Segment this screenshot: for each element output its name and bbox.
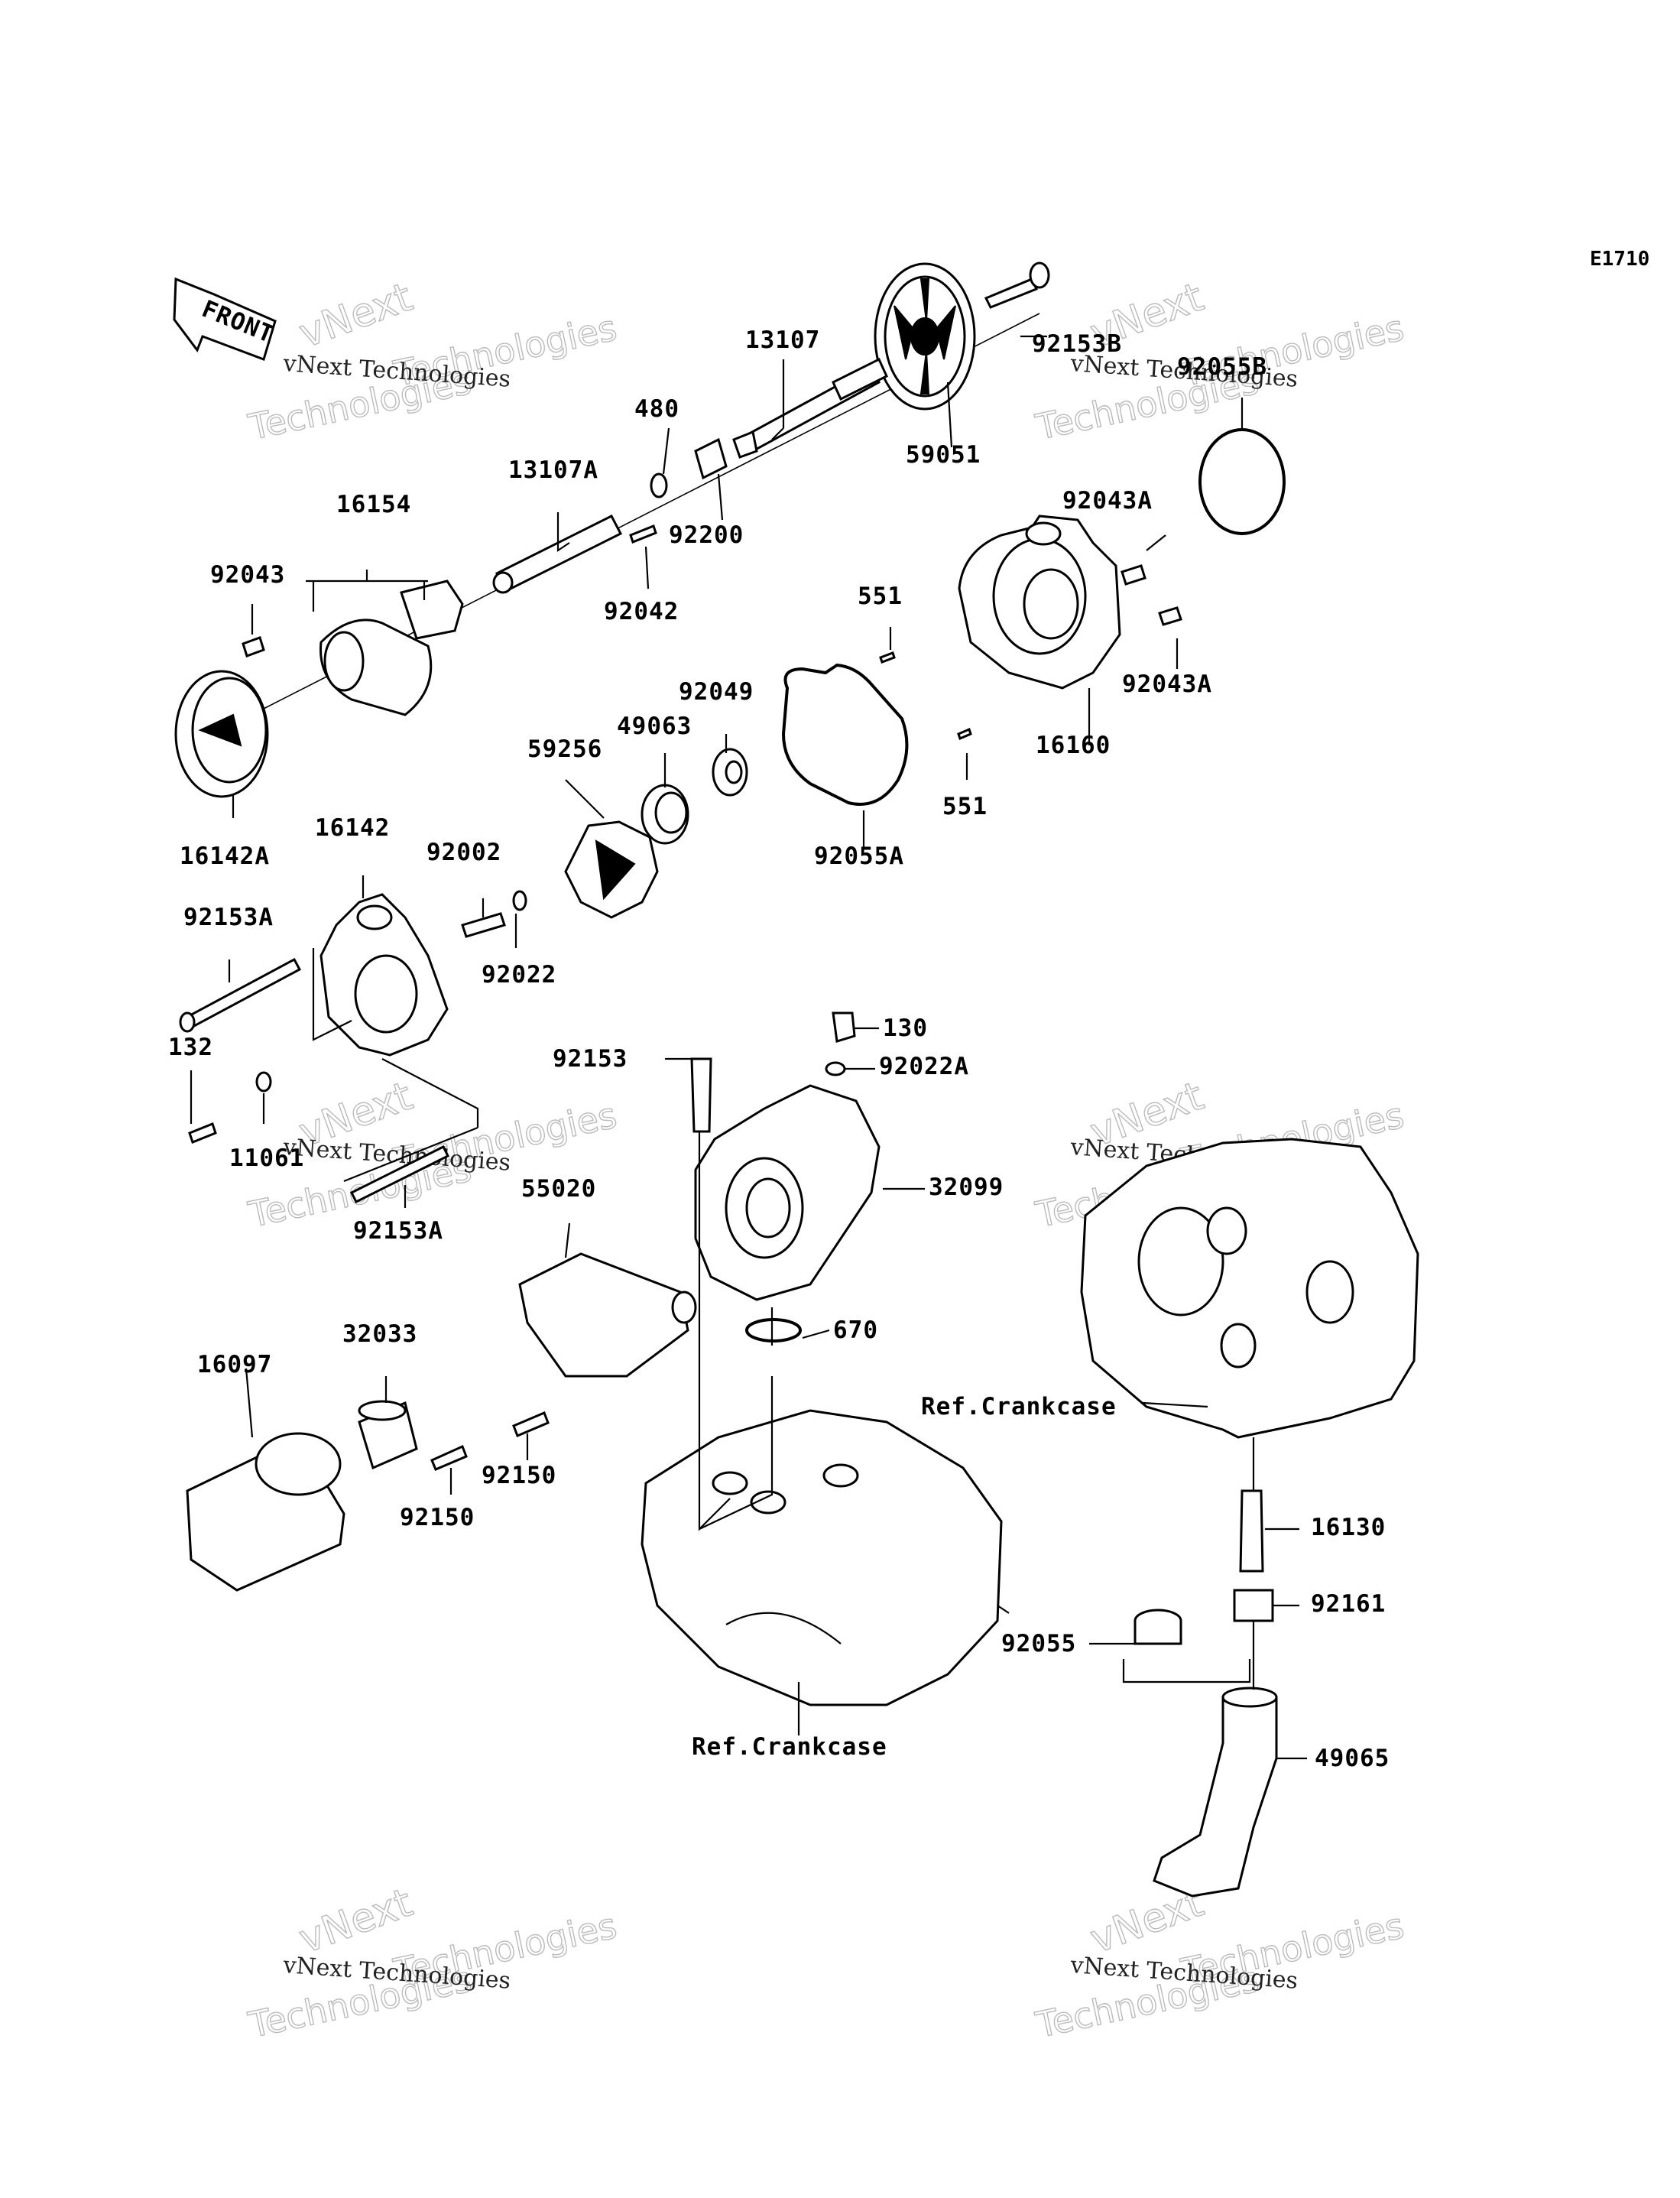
part-label-92002: 92002 <box>426 839 501 866</box>
bolt-92002 <box>461 912 506 938</box>
part-label-92161: 92161 <box>1311 1590 1386 1618</box>
watermark-top-left: vNext Technologies Technologies vNext Te… <box>244 274 621 448</box>
bolt-92150-1 <box>430 1444 468 1471</box>
housing-16160 <box>958 515 1121 690</box>
pin-551-2 <box>957 727 972 741</box>
part-label-92055A: 92055A <box>814 843 904 870</box>
cover-16142 <box>319 893 449 1057</box>
bolt-92153B <box>984 261 1050 309</box>
part-label-92022: 92022 <box>482 961 556 989</box>
part-label-551-1: 551 <box>858 583 903 610</box>
part-label-480: 480 <box>634 395 679 423</box>
part-label-92055: 92055 <box>1001 1630 1076 1657</box>
dowel-92043 <box>242 636 265 657</box>
fitting-16130 <box>1239 1489 1264 1573</box>
front-arrow-icon: FRONT <box>173 277 278 361</box>
part-labels: 13107 480 13107A 16154 92043 16142A 9220… <box>168 326 1390 1772</box>
bolt-92153 <box>690 1057 712 1133</box>
bolt-132 <box>188 1122 217 1144</box>
watermark-bottom-left: vNext Technologies Technologies vNext Te… <box>244 1879 621 2046</box>
shaft-13107 <box>732 357 888 459</box>
dowel-92043A-2 <box>1158 606 1182 626</box>
part-label-92150-2: 92150 <box>482 1462 556 1489</box>
circlip-480 <box>650 472 668 498</box>
part-label-551-2: 551 <box>942 793 988 820</box>
oil-filter-16097 <box>186 1432 345 1592</box>
part-label-92055B: 92055B <box>1177 353 1267 381</box>
nut-92161 <box>1233 1589 1274 1622</box>
crankcase-upper <box>1080 1138 1419 1439</box>
part-label-16142A: 16142A <box>180 843 270 870</box>
part-label-49063: 49063 <box>617 713 692 740</box>
part-label-32033: 32033 <box>342 1320 417 1348</box>
part-label-55020: 55020 <box>521 1175 596 1203</box>
bolt-92153A-1 <box>179 957 302 1033</box>
shaft-13107A <box>492 514 623 594</box>
part-label-92153A-1: 92153A <box>183 904 274 931</box>
part-label-32099: 32099 <box>929 1174 1004 1201</box>
part-label-92043: 92043 <box>210 561 285 589</box>
part-label-59051: 59051 <box>906 441 981 469</box>
part-label-59256: 59256 <box>527 735 602 763</box>
part-label-92153B: 92153B <box>1032 330 1122 358</box>
bolt-92150-2 <box>512 1411 550 1437</box>
strainer-55020 <box>518 1252 697 1378</box>
plate-92200 <box>694 437 728 480</box>
part-label-92043A-2: 92043A <box>1122 670 1212 698</box>
bolt-130 <box>832 1011 856 1043</box>
washer-11061 <box>255 1071 272 1093</box>
part-label-16142: 16142 <box>315 814 390 842</box>
leader-lines <box>190 335 1307 1760</box>
dowel-92043A-1 <box>1121 564 1146 586</box>
part-label-92153: 92153 <box>553 1045 628 1073</box>
pin-551-1 <box>879 651 896 664</box>
part-label-92043A-1: 92043A <box>1062 487 1153 515</box>
diagram-code: E1710 <box>1590 248 1649 271</box>
seal-49063 <box>641 784 689 845</box>
o-ring-670 <box>745 1318 802 1343</box>
part-label-16130: 16130 <box>1311 1514 1386 1541</box>
ref-crankcase-lower: Ref.Crankcase <box>692 1733 887 1761</box>
impeller-59256 <box>564 820 659 919</box>
plug-92055 <box>1134 1609 1182 1645</box>
watermark-bottom-right: vNext Technologies Technologies vNext Te… <box>1031 1879 1408 2046</box>
strainer-pipe-49065 <box>1153 1687 1278 1898</box>
rotor-16154 <box>306 570 464 716</box>
svg-text:vNext: vNext <box>294 274 418 357</box>
part-label-49065: 49065 <box>1315 1745 1390 1772</box>
seal-92049 <box>712 748 748 797</box>
part-label-16154: 16154 <box>336 491 411 518</box>
part-label-130: 130 <box>883 1015 928 1042</box>
o-ring-92055B <box>1198 428 1286 535</box>
gasket-92055A <box>781 663 909 806</box>
pin-92042 <box>629 524 657 544</box>
crankcase-lower <box>641 1409 1003 1706</box>
part-label-92022A: 92022A <box>879 1053 969 1080</box>
pipe-32033 <box>358 1400 418 1470</box>
part-label-670: 670 <box>833 1317 878 1344</box>
washer-92022 <box>512 890 527 911</box>
part-label-92042: 92042 <box>604 598 679 625</box>
part-label-92153A-2: 92153A <box>353 1217 443 1245</box>
part-label-92049: 92049 <box>679 678 754 706</box>
part-label-11061: 11061 <box>229 1144 304 1172</box>
ref-crankcase-upper: Ref.Crankcase <box>921 1393 1117 1420</box>
part-label-132: 132 <box>168 1034 213 1061</box>
washer-92022A <box>825 1061 846 1076</box>
part-label-16160: 16160 <box>1036 732 1111 759</box>
part-label-92150-1: 92150 <box>400 1504 475 1531</box>
cover-16142A <box>174 670 269 798</box>
part-label-13107: 13107 <box>745 326 820 354</box>
gear-59051 <box>874 262 976 411</box>
pump-body-32099 <box>694 1084 881 1301</box>
part-label-92200: 92200 <box>669 521 744 549</box>
part-label-13107A: 13107A <box>508 456 598 484</box>
part-label-16097: 16097 <box>197 1351 272 1378</box>
bolt-92153A-2 <box>349 1144 450 1204</box>
